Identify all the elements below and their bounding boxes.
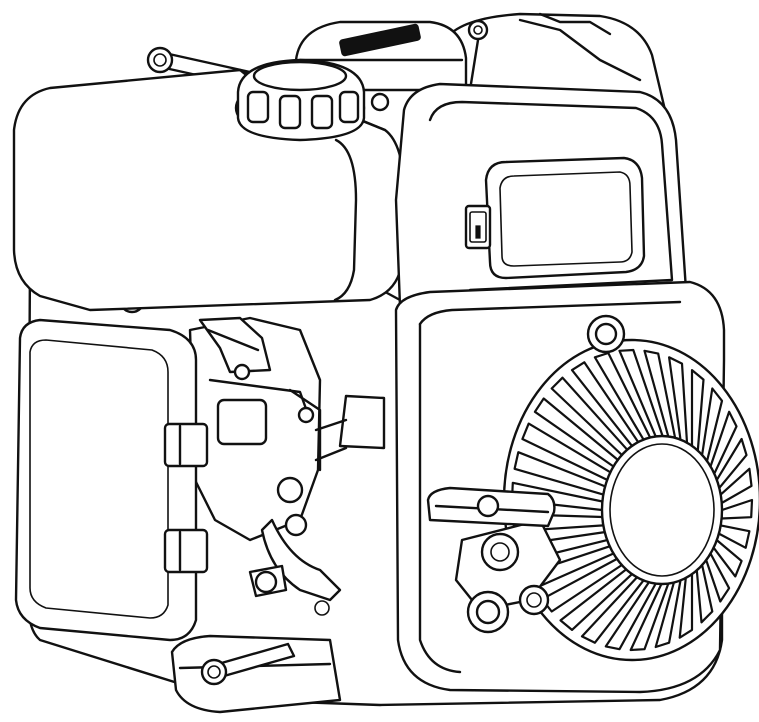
shroud-window [484,156,646,280]
cover-edge [418,300,682,326]
drain-bolt [200,658,228,686]
shroud-edge [468,38,480,92]
fuel-valve [276,476,304,504]
breather-bolt [146,46,174,74]
float-bowl [216,398,268,446]
mounting-foot [170,634,342,714]
cap-grip [246,90,270,124]
carburetor-area [118,286,342,602]
linkage-rod [206,328,260,352]
starter-hub [600,434,724,586]
starter-bolt-lower [475,599,501,625]
switch-mark [475,225,481,239]
choke-linkage [198,316,272,374]
cylinder-fin-edge [314,418,348,462]
fitting [297,406,315,424]
starter-pulley [490,542,510,562]
air-filter-clip-lower [163,528,209,574]
blower-shroud [394,82,688,308]
starter-bolt-upper [594,322,618,346]
bolt-head [370,92,390,112]
cap-grip [338,90,360,124]
bolt-head [473,25,483,35]
air-filter-cover [29,339,169,619]
fan-bolt [518,584,550,616]
cylinder-fin [338,394,386,450]
starter-hub-inner [609,443,715,577]
breather-bolt [153,53,167,67]
fitting [233,363,251,381]
shroud-window-inner [499,171,633,267]
air-filter [14,318,209,642]
cap-grip [310,94,334,130]
shroud-edge [518,18,642,82]
shroud-inner-edge [428,100,674,292]
cap-grip [278,94,302,130]
starter-pulley [480,532,520,572]
emblem-plate [339,23,421,57]
fuel-valve [284,513,308,537]
base-mount [170,634,342,714]
fuel-tank [12,58,406,312]
starter-fins [510,348,754,652]
mount-hole [314,600,330,616]
air-filter-clip-upper [163,422,209,468]
bolt-head [467,19,489,41]
drain-plug [254,570,278,594]
fuel-line [260,518,342,602]
cover-edge [418,322,462,674]
governor-arm [288,388,322,472]
grip-knob [476,494,500,518]
starter-handle-group [426,314,626,634]
air-filter-housing [14,318,198,642]
shroud-edge [538,12,612,36]
engine-switch-rocker [469,211,487,243]
fuel-cap-top [252,60,348,92]
fan-bolt [526,592,542,608]
tank-edge [333,138,358,302]
drain-bolt [207,665,221,679]
